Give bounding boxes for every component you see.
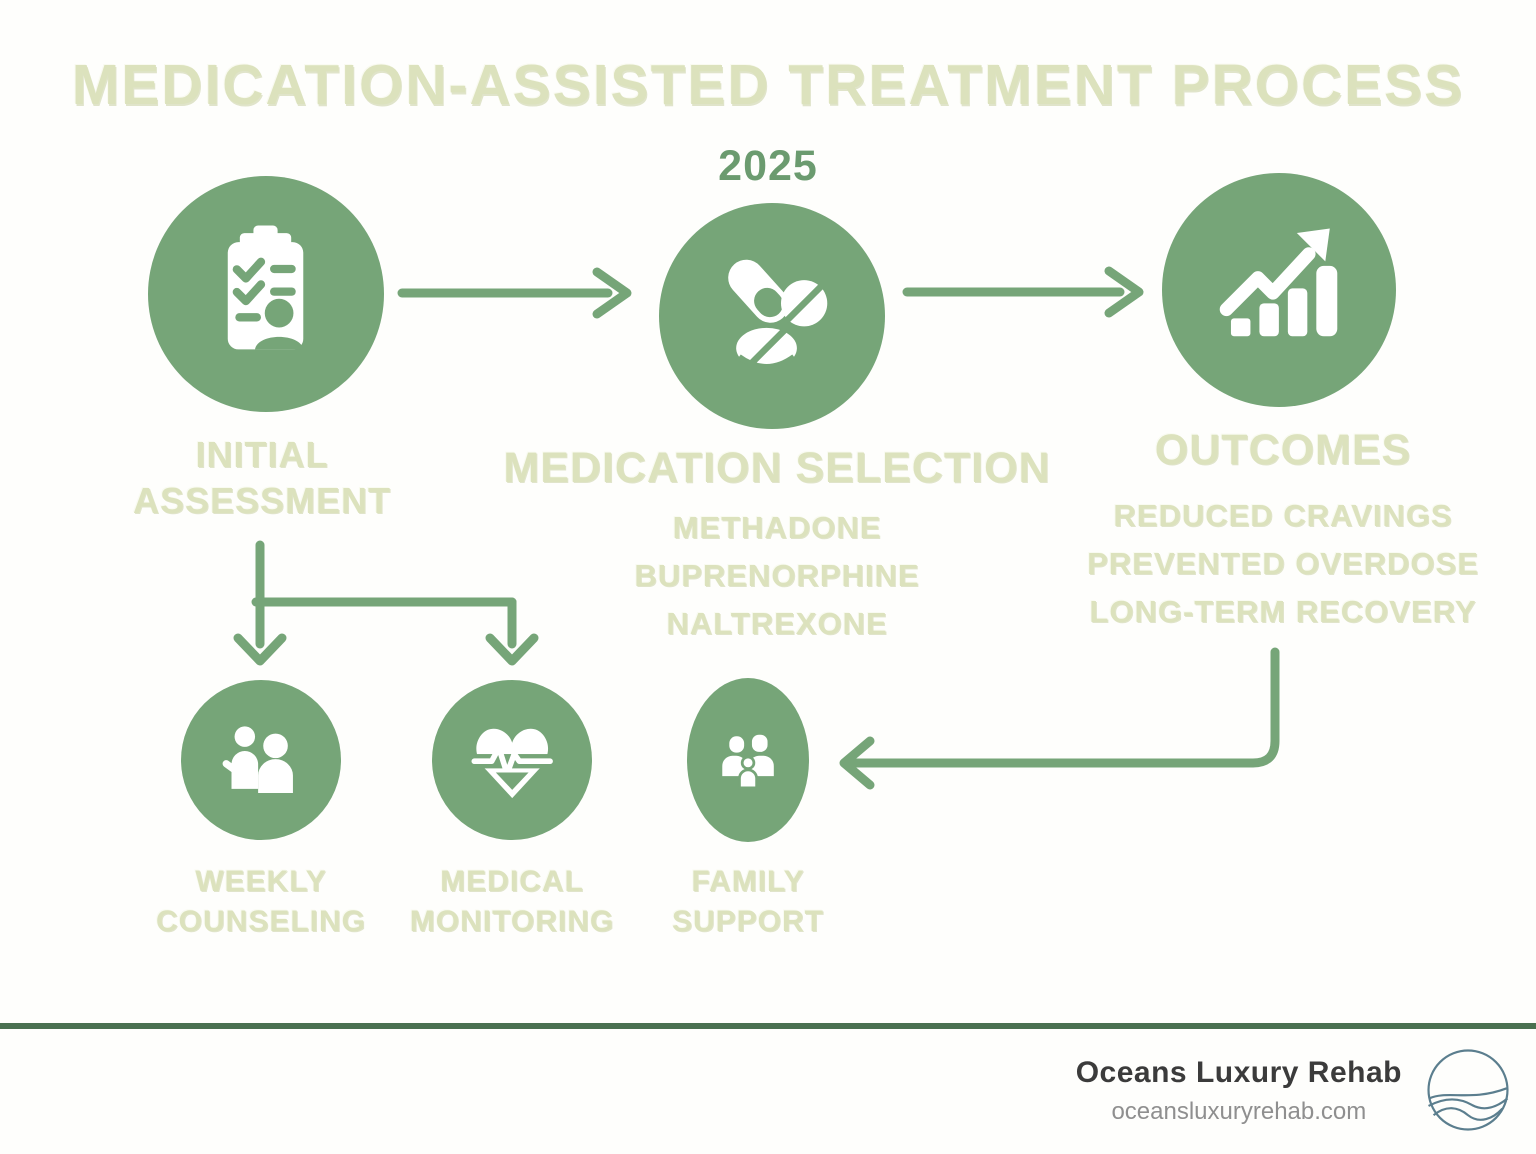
growth-chart-icon: [1219, 228, 1338, 337]
family-icon: [722, 734, 774, 789]
label-weekly-counseling: WEEKLY COUNSELING: [111, 862, 411, 942]
label-monitoring-line1: MEDICAL: [440, 865, 584, 898]
outcome-item: REDUCED CRAVINGS: [1113, 498, 1453, 533]
ocean-waves-logo: [1427, 1049, 1509, 1131]
year-label: 2025: [718, 142, 818, 190]
heart-pulse-icon: [468, 728, 555, 798]
website-url: oceansluxuryrehab.com: [1111, 1098, 1367, 1125]
node-family-support: [687, 678, 809, 842]
page-title: MEDICATION-ASSISTED TREATMENT PROCESS: [71, 53, 1465, 117]
arrow-medication-to-outcomes-head: [1104, 266, 1144, 318]
node-weekly-counseling: [181, 680, 341, 840]
label-counseling-line2: COUNSELING: [155, 905, 366, 938]
label-monitoring-line2: MONITORING: [409, 905, 615, 938]
label-initial-line2: ASSESSMENT: [132, 480, 392, 521]
clipboard-checklist-icon: [228, 226, 304, 350]
pills-icon: [727, 259, 827, 370]
label-medical-monitoring: MEDICAL MONITORING: [362, 862, 662, 942]
node-outcomes: [1162, 173, 1396, 407]
connector-outcomes-to-family: [845, 647, 1280, 768]
label-initial-line1: INITIAL: [195, 434, 329, 475]
branch-counseling-arrowhead: [233, 633, 287, 666]
label-family-support: FAMILY SUPPORT: [598, 862, 898, 942]
outcome-item: LONG-TERM RECOVERY: [1089, 594, 1477, 629]
medication-list: METHADONE BUPRENORPHINE NALTREXONE: [497, 504, 1057, 648]
outcome-item: PREVENTED OVERDOSE: [1087, 546, 1479, 581]
node-medication-selection: [659, 203, 885, 429]
arrow-assessment-to-medication-head: [592, 267, 632, 319]
node-medical-monitoring: [432, 680, 592, 840]
label-counseling-line1: WEEKLY: [195, 865, 327, 898]
footer-divider: [0, 1023, 1536, 1029]
connector-family-arrowhead: [839, 736, 875, 790]
label-outcomes: OUTCOMES: [1154, 426, 1412, 474]
outcomes-list: REDUCED CRAVINGS PREVENTED OVERDOSE LONG…: [1053, 492, 1513, 636]
medication-item: BUPRENORPHINE: [634, 558, 920, 593]
label-medication-selection: MEDICATION SELECTION: [503, 444, 1051, 492]
label-initial-assessment: INITIAL ASSESSMENT: [82, 432, 442, 524]
medication-item: METHADONE: [672, 510, 882, 545]
brand-name: Oceans Luxury Rehab: [1075, 1056, 1402, 1089]
label-family-line2: SUPPORT: [671, 905, 825, 938]
footer-info: Oceans Luxury Rehab oceansluxuryrehab.co…: [1076, 1056, 1402, 1126]
counseling-people-icon: [222, 726, 293, 793]
medication-item: NALTREXONE: [666, 606, 888, 641]
node-initial-assessment: [148, 176, 384, 412]
label-family-line1: FAMILY: [691, 865, 805, 898]
